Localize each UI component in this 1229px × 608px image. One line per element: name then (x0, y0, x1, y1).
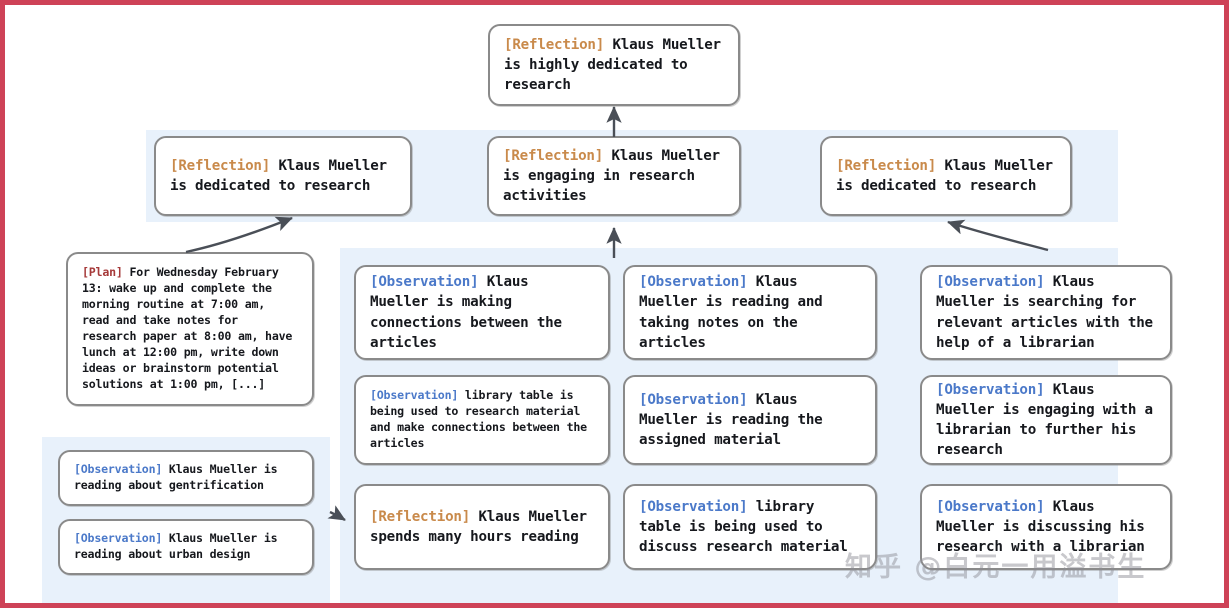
node-text: Klaus Mueller is discussing his research… (936, 498, 1145, 556)
node-obs-reading-notes-text: [Observation] Klaus Mueller is reading a… (625, 272, 875, 353)
tag-observation: [Observation] (74, 462, 163, 477)
node-plan-text: [Plan] For Wednesday February 13: wake u… (68, 265, 312, 393)
node-root-reflection-text: [Reflection] Klaus Mueller is highly ded… (490, 35, 738, 95)
node-obs-engaging-librarian-text: [Observation] Klaus Mueller is engaging … (922, 380, 1170, 461)
node-root-reflection[interactable]: [Reflection] Klaus Mueller is highly ded… (488, 24, 740, 106)
tag-observation: [Observation] (936, 498, 1045, 515)
node-obs-urban-design[interactable]: [Observation] Klaus Mueller is reading a… (58, 519, 314, 575)
node-obs-reading-notes[interactable]: [Observation] Klaus Mueller is reading a… (623, 265, 877, 360)
node-obs-engaging-librarian[interactable]: [Observation] Klaus Mueller is engaging … (920, 375, 1172, 465)
node-reflection-left[interactable]: [Reflection] Klaus Mueller is dedicated … (154, 136, 412, 216)
tag-observation: [Observation] (639, 274, 748, 291)
node-obs-library-table-connections[interactable]: [Observation] library table is being use… (354, 375, 610, 465)
tag-observation: [Observation] (370, 274, 479, 291)
node-obs-library-table-discuss-text: [Observation] library table is being use… (625, 497, 875, 557)
tag-observation: [Observation] (936, 274, 1045, 291)
tag-reflection: [Reflection] (503, 147, 604, 164)
node-text: Klaus Mueller is searching for relevant … (936, 274, 1153, 351)
node-obs-gentrification[interactable]: [Observation] Klaus Mueller is reading a… (58, 450, 314, 506)
node-text: Klaus Mueller is dedicated to research (836, 157, 1053, 194)
node-text: library table is being used to research … (370, 388, 587, 450)
node-obs-searching-articles-text: [Observation] Klaus Mueller is searching… (922, 272, 1170, 353)
node-obs-searching-articles[interactable]: [Observation] Klaus Mueller is searching… (920, 265, 1172, 360)
node-obs-discussing-librarian[interactable]: [Observation] Klaus Mueller is discussin… (920, 484, 1172, 570)
tag-observation: [Observation] (74, 531, 163, 546)
node-text: Klaus Mueller is making connections betw… (370, 274, 562, 351)
node-reflection-mid-text: [Reflection] Klaus Mueller is engaging i… (489, 146, 739, 206)
node-text: Klaus Mueller is reading about gentrific… (74, 462, 278, 492)
node-reflection-left-text: [Reflection] Klaus Mueller is dedicated … (156, 156, 410, 196)
node-text: Klaus Mueller is reading the assigned ma… (639, 391, 823, 449)
node-text: Klaus Mueller is reading about urban des… (74, 531, 278, 561)
tag-observation: [Observation] (639, 391, 748, 408)
node-text: library table is being used to discuss r… (639, 498, 848, 556)
node-reflection-right-text: [Reflection] Klaus Mueller is dedicated … (822, 156, 1070, 196)
node-text: For Wednesday February 13: wake up and c… (82, 265, 293, 391)
tag-plan: [Plan] (82, 265, 123, 280)
tag-reflection: [Reflection] (504, 36, 605, 53)
tag-observation: [Observation] (370, 388, 459, 403)
tag-observation: [Observation] (936, 381, 1045, 398)
tag-observation: [Observation] (639, 498, 748, 515)
node-obs-connections-text: [Observation] Klaus Mueller is making co… (356, 272, 608, 353)
node-obs-assigned-material-text: [Observation] Klaus Mueller is reading t… (625, 390, 875, 450)
node-plan[interactable]: [Plan] For Wednesday February 13: wake u… (66, 252, 314, 406)
node-text: Klaus Mueller is dedicated to research (170, 157, 387, 194)
node-text: Klaus Mueller is engaging in research ac… (503, 147, 720, 205)
node-obs-gentrification-text: [Observation] Klaus Mueller is reading a… (60, 462, 312, 494)
node-obs-assigned-material[interactable]: [Observation] Klaus Mueller is reading t… (623, 375, 877, 465)
node-reflection-hours-reading[interactable]: [Reflection] Klaus Mueller spends many h… (354, 484, 610, 570)
node-text: Klaus Mueller spends many hours reading (370, 508, 587, 545)
node-obs-library-table-connections-text: [Observation] library table is being use… (356, 388, 608, 452)
node-obs-urban-design-text: [Observation] Klaus Mueller is reading a… (60, 531, 312, 563)
node-reflection-mid[interactable]: [Reflection] Klaus Mueller is engaging i… (487, 136, 741, 216)
node-text: Klaus Mueller is engaging with a librari… (936, 381, 1153, 459)
node-obs-discussing-librarian-text: [Observation] Klaus Mueller is discussin… (922, 497, 1170, 557)
tag-reflection: [Reflection] (370, 508, 471, 525)
node-text: Klaus Mueller is highly dedicated to res… (504, 36, 721, 94)
node-text: Klaus Mueller is reading and taking note… (639, 274, 823, 351)
node-reflection-right[interactable]: [Reflection] Klaus Mueller is dedicated … (820, 136, 1072, 216)
tag-reflection: [Reflection] (170, 157, 271, 174)
tag-reflection: [Reflection] (836, 157, 937, 174)
node-obs-connections[interactable]: [Observation] Klaus Mueller is making co… (354, 265, 610, 360)
node-reflection-hours-reading-text: [Reflection] Klaus Mueller spends many h… (356, 507, 608, 547)
node-obs-library-table-discuss[interactable]: [Observation] library table is being use… (623, 484, 877, 570)
